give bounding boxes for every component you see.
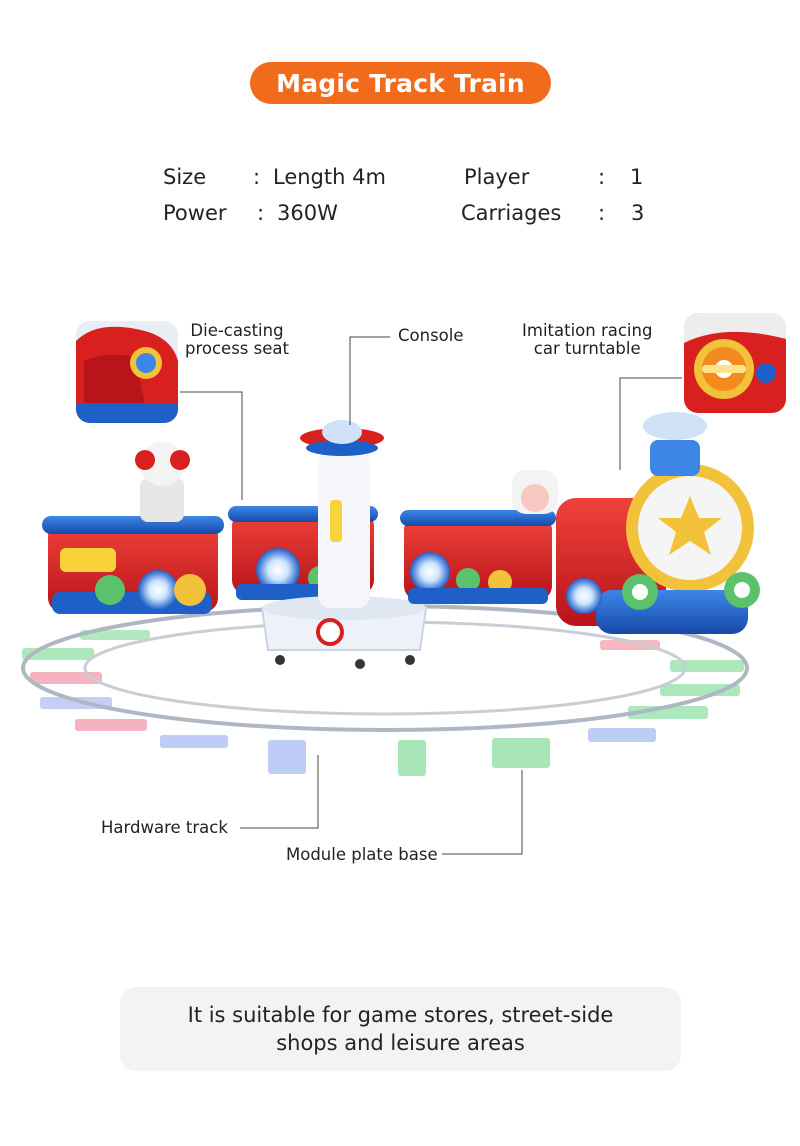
callout-turntable-line1: Imitation racing [522, 321, 653, 340]
spec-power-value: 360W [277, 201, 338, 225]
locomotive [556, 412, 760, 634]
spec-separator: : [253, 165, 261, 189]
turntable-image [684, 313, 786, 413]
product-title: Magic Track Train [250, 62, 551, 104]
callout-seat: Die-casting process seat [185, 322, 289, 358]
spec-carriages-value: 3 [631, 201, 645, 225]
callout-lines [180, 336, 682, 855]
callout-turntable-line2: car turntable [533, 339, 641, 358]
callout-seat-line2: process seat [185, 339, 289, 358]
track-sleepers [22, 630, 744, 776]
seat-thumbnail [76, 321, 178, 423]
spec-size-label: Size [163, 165, 207, 189]
spec-power-label: Power [163, 201, 227, 225]
spec-separator: : [598, 165, 606, 189]
callout-track: Hardware track [101, 818, 228, 837]
usage-note-line2: shops and leisure areas [276, 1031, 525, 1055]
usage-note-line1: It is suitable for game stores, street-s… [187, 1003, 614, 1027]
console [260, 420, 428, 669]
spec-separator: : [257, 201, 265, 225]
seat-image [76, 321, 178, 423]
spec-size-value: Length 4m [273, 165, 386, 189]
turntable-thumbnail [684, 313, 786, 413]
middle-carriage-right [400, 470, 558, 604]
callout-base: Module plate base [286, 845, 438, 864]
rear-carriage [42, 442, 224, 614]
spec-player-label: Player [464, 165, 530, 189]
spec-separator: : [598, 201, 606, 225]
callout-turntable: Imitation racing car turntable [522, 322, 652, 358]
spec-player-value: 1 [630, 165, 644, 189]
callout-console: Console [398, 326, 464, 345]
spec-carriages-label: Carriages [461, 201, 562, 225]
callout-seat-line1: Die-casting [190, 321, 284, 340]
usage-note: It is suitable for game stores, street-s… [120, 987, 681, 1071]
